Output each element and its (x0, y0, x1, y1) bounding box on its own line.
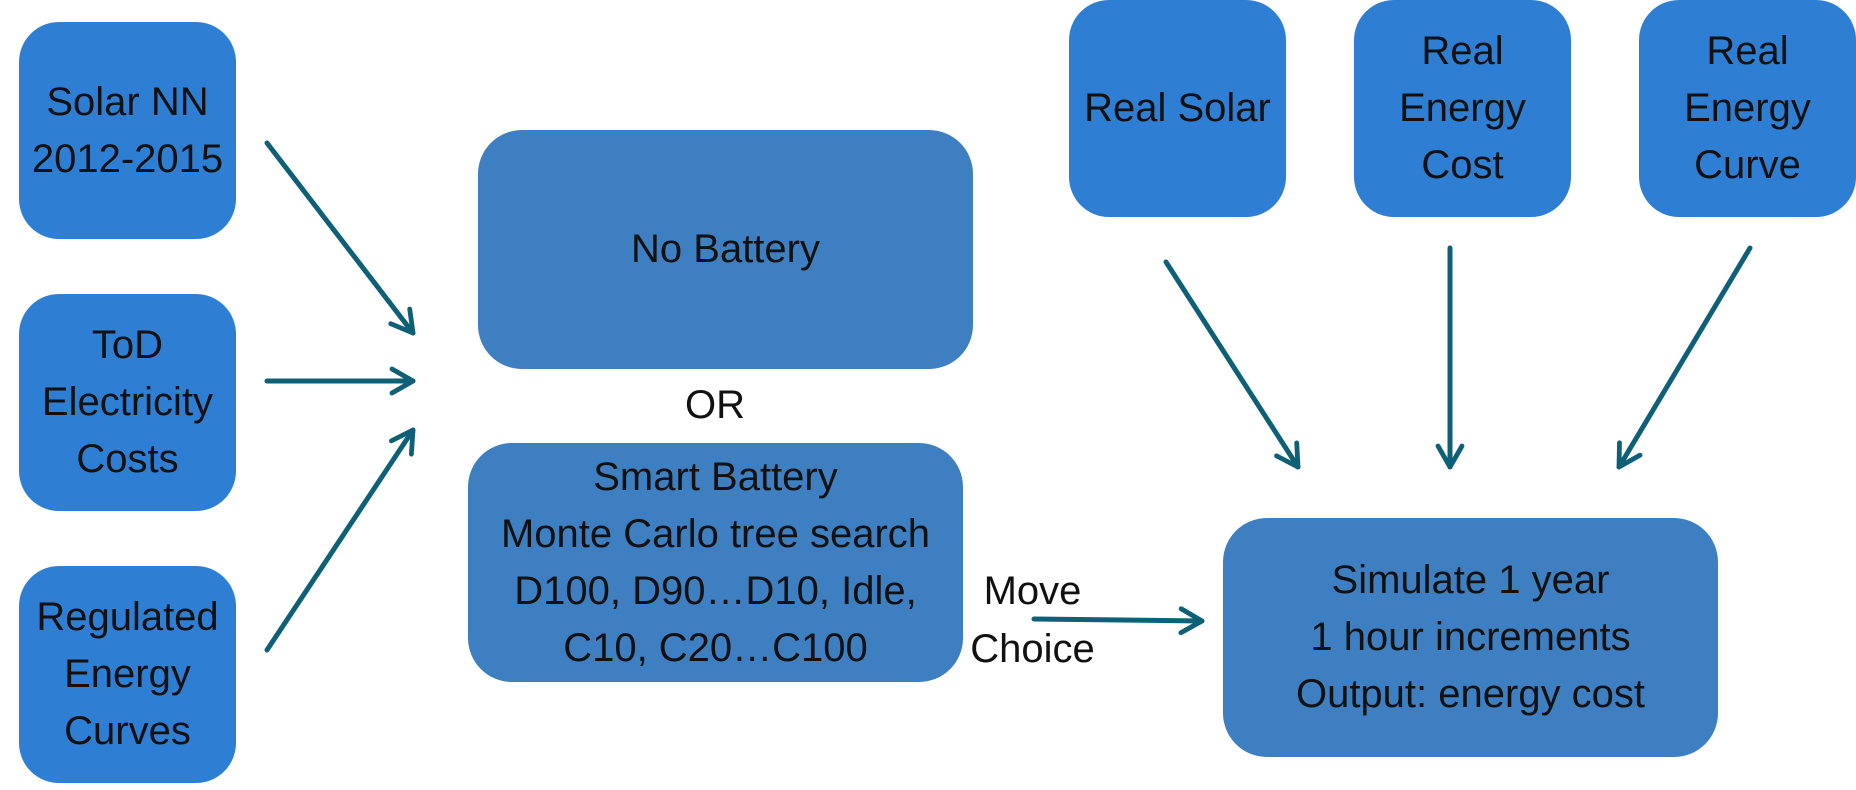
box-text-line: Solar NN (46, 79, 209, 124)
box-text-line: Costs (76, 437, 179, 481)
box-text-line: Real (1421, 29, 1504, 73)
or-label: OR (685, 383, 745, 427)
box-text-line: No Battery (631, 227, 820, 271)
real-solar-box: Real Solar (1069, 0, 1286, 217)
box-text-line: Smart Battery (593, 454, 838, 499)
arrow-regulated-to-options (264, 427, 416, 653)
box-text-line: Output: energy cost (1295, 672, 1646, 716)
box-text-line: Energy (1399, 86, 1526, 130)
box-text-line: Real (1706, 29, 1789, 73)
box-text-line: Real Solar (1084, 86, 1271, 130)
simulation-box: Simulate 1 year 1 hour increments Output… (1223, 518, 1718, 757)
solar-nn-box: Solar NN 2012-2015 (19, 22, 236, 239)
box-text-line: Curve (1694, 143, 1801, 187)
arrow-real-solar-to-simulation (1163, 259, 1301, 470)
arrow-real-curve-to-simulation (1616, 245, 1753, 470)
box-text-line: ToD (91, 323, 164, 367)
no-battery-box: No Battery (478, 130, 973, 369)
box-text-line: 2012-2015 (31, 136, 224, 181)
tod-electricity-costs-box: ToD Electricity Costs (19, 294, 236, 511)
box-text-line: Monte Carlo tree search (500, 511, 931, 556)
label-text-line: Choice (970, 627, 1095, 671)
regulated-energy-curves-box: Regulated Energy Curves (19, 566, 236, 783)
real-energy-curve-box: Real Energy Curve (1639, 0, 1856, 217)
box-text-line: D100, D90…D10, Idle, (514, 568, 917, 613)
move-choice-label: Move Choice (950, 562, 1115, 678)
box-text-line: Energy (64, 652, 191, 696)
box-text-line: Electricity (41, 380, 214, 424)
box-text-line: Energy (1684, 86, 1811, 130)
arrow-move-choice-to-simulation (1031, 606, 1205, 636)
box-text-line: C10, C20…C100 (563, 625, 868, 670)
box-text-line: Regulated (36, 595, 219, 639)
box-text-line: Simulate 1 year (1331, 558, 1610, 602)
box-text-line: Curves (64, 709, 191, 753)
box-text-line: 1 hour increments (1310, 615, 1631, 659)
box-text-line: Cost (1421, 143, 1504, 187)
arrow-solar-nn-to-options (264, 140, 416, 336)
smart-battery-box: Smart Battery Monte Carlo tree search D1… (468, 443, 963, 682)
real-energy-cost-box: Real Energy Cost (1354, 0, 1571, 217)
label-text-line: Move (983, 569, 1082, 613)
